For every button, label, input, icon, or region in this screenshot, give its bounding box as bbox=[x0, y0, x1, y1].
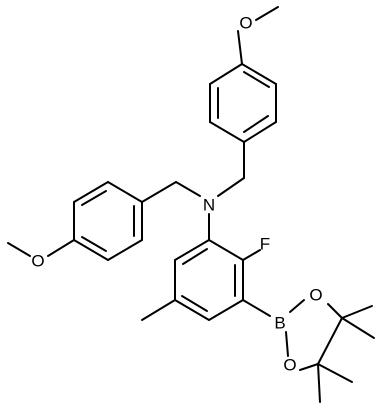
bond bbox=[255, 6, 279, 21]
atom-label-oxygen-methoxy-top: O bbox=[239, 14, 252, 33]
bond bbox=[81, 236, 107, 252]
bond bbox=[47, 239, 75, 257]
atom-labels: O N F O B O O bbox=[31, 14, 322, 375]
atom-label-fluorine: F bbox=[260, 235, 270, 254]
atom-label-oxygen-methoxy-left: O bbox=[31, 252, 44, 271]
bond bbox=[141, 181, 177, 203]
bond bbox=[81, 190, 107, 206]
bond bbox=[242, 299, 271, 317]
bond bbox=[241, 63, 277, 85]
bond bbox=[73, 239, 109, 261]
bond bbox=[317, 363, 353, 383]
central-aryl-ring bbox=[141, 213, 271, 321]
bond bbox=[285, 331, 289, 357]
bond bbox=[174, 299, 210, 321]
bond bbox=[209, 121, 245, 143]
bond bbox=[242, 249, 261, 261]
left-methoxyphenyl-group bbox=[7, 181, 201, 261]
bond bbox=[209, 63, 243, 85]
bond bbox=[208, 299, 244, 321]
bond bbox=[7, 242, 31, 257]
bond bbox=[341, 305, 373, 319]
atom-label-oxygen-ring-bottom: O bbox=[283, 356, 296, 375]
atom-label-boron: B bbox=[274, 314, 285, 333]
bond bbox=[243, 71, 270, 88]
bond bbox=[107, 181, 143, 203]
bond bbox=[217, 177, 245, 197]
bond bbox=[181, 295, 208, 312]
bond bbox=[317, 317, 343, 365]
bond bbox=[243, 121, 277, 143]
bond bbox=[317, 363, 321, 403]
bond bbox=[73, 181, 109, 203]
bond bbox=[175, 181, 201, 197]
bond bbox=[107, 239, 143, 261]
bond bbox=[341, 317, 375, 339]
bond bbox=[141, 299, 176, 321]
bond bbox=[182, 248, 208, 265]
bond bbox=[208, 239, 244, 261]
pinacol-boronate-group bbox=[285, 299, 375, 403]
bond bbox=[174, 239, 210, 261]
upper-methoxyphenyl-group bbox=[209, 6, 279, 197]
atom-label-nitrogen: N bbox=[203, 196, 215, 215]
bond bbox=[237, 30, 243, 65]
bond bbox=[327, 303, 343, 319]
bond bbox=[289, 299, 305, 313]
bond bbox=[243, 115, 269, 133]
bond bbox=[299, 363, 319, 371]
atom-label-oxygen-ring-top: O bbox=[309, 286, 322, 305]
